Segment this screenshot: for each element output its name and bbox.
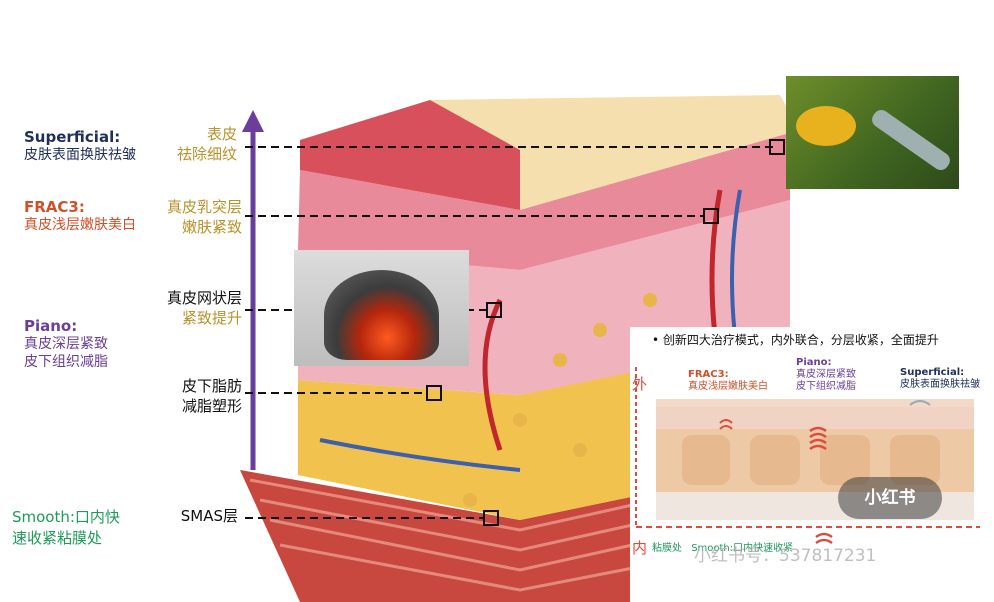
inset-frac3-title: FRAC3: bbox=[688, 369, 729, 380]
smas-label: SMAS层 bbox=[150, 506, 238, 526]
inset-piano-title: Piano: bbox=[796, 357, 832, 368]
reticular-name: 真皮网状层 bbox=[166, 289, 242, 307]
frac3-desc: 真皮浅层嫩肤美白 bbox=[24, 217, 136, 233]
watermark-id: 小红书号：537817231 bbox=[694, 546, 877, 566]
coals-photo bbox=[294, 250, 469, 366]
piano-title: Piano: bbox=[24, 317, 78, 335]
inset-piano-desc-2: 皮下组织减脂 bbox=[796, 381, 856, 392]
bullet-icon: • bbox=[652, 333, 663, 347]
inset-frac3-desc: 真皮浅层嫩肤美白 bbox=[688, 381, 768, 392]
superficial-label: Superficial: 皮肤表面换肤祛皱 bbox=[24, 128, 136, 164]
inset-bottom-row: 粘膜处 Smooth:口内快速收紧 bbox=[652, 539, 793, 554]
inset-mucosa: 粘膜处 bbox=[652, 543, 682, 554]
watermark-badge: 小红书 bbox=[838, 477, 942, 519]
treatment-modes-inset: • 创新四大治疗模式，内外联合，分层收紧，全面提升 外 内 FRAC3: 真皮浅… bbox=[630, 327, 990, 602]
papillary-label: 真皮乳突层 嫩肤紧致 bbox=[130, 197, 242, 237]
superficial-title: Superficial: bbox=[24, 128, 121, 146]
inset-smooth: Smooth:口内快速收紧 bbox=[691, 543, 794, 554]
smas-name: SMAS层 bbox=[180, 507, 238, 525]
smooth-line-1: Smooth:口内快 bbox=[12, 508, 120, 526]
subcutaneous-name: 皮下脂肪 bbox=[181, 377, 242, 395]
reticular-label: 真皮网状层 紧致提升 bbox=[130, 288, 242, 328]
piano-desc-1: 真皮深层紧致 bbox=[24, 336, 108, 352]
inner-marker: 内 bbox=[632, 539, 648, 557]
piano-desc-2: 皮下组织减脂 bbox=[24, 354, 108, 370]
frac3-label: FRAC3: 真皮浅层嫩肤美白 bbox=[24, 198, 136, 234]
outer-marker: 外 bbox=[632, 375, 648, 393]
handpiece-photo bbox=[786, 76, 959, 189]
smooth-label: Smooth:口内快 速收紧粘膜处 bbox=[12, 507, 120, 549]
epidermis-label: 表皮 祛除细纹 bbox=[150, 124, 237, 164]
inset-superficial-desc: 皮肤表面换肤祛皱 bbox=[900, 379, 980, 390]
inset-headline: 创新四大治疗模式，内外联合，分层收紧，全面提升 bbox=[662, 333, 939, 347]
papillary-effect: 嫩肤紧致 bbox=[181, 218, 242, 236]
subcutaneous-effect: 减脂塑形 bbox=[181, 397, 242, 415]
inset-frac3: FRAC3: 真皮浅层嫩肤美白 bbox=[688, 369, 768, 393]
epidermis-effect: 祛除细纹 bbox=[176, 145, 237, 163]
subcutaneous-label: 皮下脂肪 减脂塑形 bbox=[130, 376, 242, 416]
inset-piano-desc-1: 真皮深层紧致 bbox=[796, 369, 856, 380]
reticular-effect: 紧致提升 bbox=[181, 309, 242, 327]
smooth-line-2: 速收紧粘膜处 bbox=[12, 529, 103, 547]
inset-piano: Piano: 真皮深层紧致 皮下组织减脂 bbox=[796, 357, 856, 393]
superficial-desc: 皮肤表面换肤祛皱 bbox=[24, 147, 136, 163]
papillary-name: 真皮乳突层 bbox=[166, 198, 242, 216]
inset-superficial-title: Superficial: bbox=[900, 367, 965, 378]
epidermis-name: 表皮 bbox=[206, 125, 237, 143]
inset-headline-row: • 创新四大治疗模式，内外联合，分层收紧，全面提升 bbox=[652, 331, 939, 348]
piano-label: Piano: 真皮深层紧致 皮下组织减脂 bbox=[24, 317, 108, 371]
frac3-title: FRAC3: bbox=[24, 198, 85, 216]
inset-superficial: Superficial: 皮肤表面换肤祛皱 bbox=[900, 367, 980, 391]
